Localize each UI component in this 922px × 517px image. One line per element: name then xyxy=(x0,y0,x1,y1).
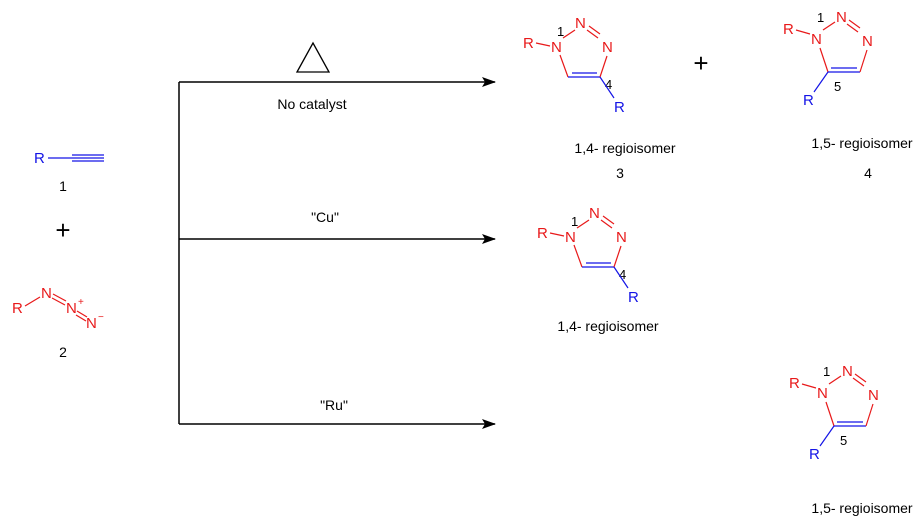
reactant-plus-sign: + xyxy=(55,215,70,245)
alkyne-structure: R xyxy=(34,150,104,167)
azide-compound-number: 2 xyxy=(59,344,67,360)
svg-text:4: 4 xyxy=(619,267,626,282)
svg-text:N: N xyxy=(817,385,828,402)
svg-text:N: N xyxy=(602,39,613,56)
copper-14-product-label: 1,4- regioisomer xyxy=(557,318,658,334)
svg-text:4: 4 xyxy=(605,77,612,92)
svg-text:N: N xyxy=(842,363,853,380)
azide-n2-atom: N xyxy=(66,300,77,317)
triazole-14-copper: R 1 N N N 4 R xyxy=(537,205,639,306)
svg-text:N: N xyxy=(589,205,600,222)
azide-positive-charge: + xyxy=(78,297,84,308)
svg-text:R: R xyxy=(803,92,814,109)
svg-text:N: N xyxy=(811,31,822,48)
ruthenium-condition-label: "Ru" xyxy=(320,397,348,413)
azide-structure: R N N + N − xyxy=(12,285,104,332)
svg-text:1: 1 xyxy=(823,364,830,379)
triazole-15-ruthenium: R 1 N N N 5 R xyxy=(789,363,879,463)
azide-negative-charge: − xyxy=(98,312,104,323)
svg-text:N: N xyxy=(836,9,847,26)
svg-text:5: 5 xyxy=(840,433,847,448)
alkyne-r-atom: R xyxy=(34,150,45,167)
svg-text:N: N xyxy=(862,33,873,50)
svg-text:N: N xyxy=(868,387,879,404)
triazole-15-thermal: R 1 N N N 5 R xyxy=(783,9,873,109)
product-plus-sign: + xyxy=(693,48,708,78)
svg-text:R: R xyxy=(789,375,800,392)
ruthenium-15-product-label: 1,5- regioisomer xyxy=(811,500,912,516)
thermal-condition-label: No catalyst xyxy=(277,96,346,112)
copper-condition-label: "Cu" xyxy=(311,209,339,225)
svg-text:R: R xyxy=(783,21,794,38)
heat-triangle-icon xyxy=(295,41,331,73)
svg-text:N: N xyxy=(565,229,576,246)
thermal-14-product-label: 1,4- regioisomer xyxy=(574,140,675,156)
reaction-arrows xyxy=(178,77,496,429)
svg-text:N: N xyxy=(616,229,627,246)
svg-text:R: R xyxy=(809,446,820,463)
svg-text:N: N xyxy=(551,39,562,56)
azide-r-atom: R xyxy=(12,300,23,317)
svg-text:1: 1 xyxy=(817,10,824,25)
svg-text:R: R xyxy=(614,99,625,116)
thermal-15-product-label: 1,5- regioisomer xyxy=(811,135,912,151)
triazole-14-thermal: R 1 N N N 4 R xyxy=(523,15,625,116)
svg-text:5: 5 xyxy=(834,79,841,94)
svg-text:N: N xyxy=(575,15,586,32)
product-4-number: 4 xyxy=(864,165,872,181)
svg-text:R: R xyxy=(523,35,534,52)
azide-n1-atom: N xyxy=(41,285,52,302)
product-3-number: 3 xyxy=(616,165,624,181)
svg-text:R: R xyxy=(628,289,639,306)
azide-n3-atom: N xyxy=(86,315,97,332)
svg-text:R: R xyxy=(537,225,548,242)
svg-text:1: 1 xyxy=(557,24,564,39)
alkyne-compound-number: 1 xyxy=(59,178,67,194)
svg-text:1: 1 xyxy=(571,214,578,229)
